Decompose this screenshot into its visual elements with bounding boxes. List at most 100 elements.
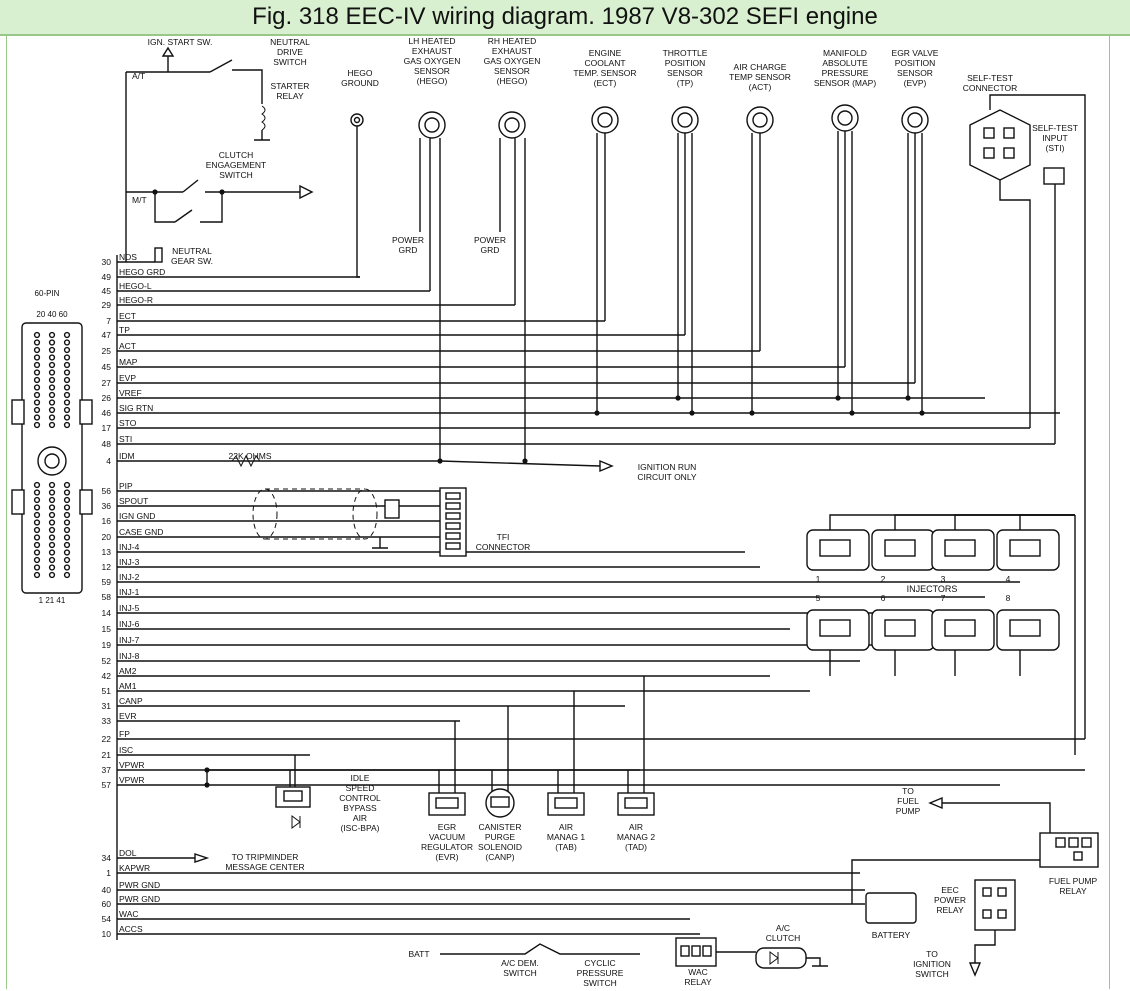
isc-socket — [283, 790, 303, 802]
canp-socket — [490, 796, 510, 808]
injector-number: 1 — [816, 574, 821, 584]
pin-number: 51 — [102, 686, 112, 696]
ecu-pin — [63, 346, 71, 354]
ecu-pin — [63, 481, 71, 489]
wire-label: HEGO GRD — [119, 267, 165, 277]
junction-dot — [835, 395, 841, 401]
relay-terminal — [982, 909, 992, 919]
ecu-pin — [48, 549, 56, 556]
ecu-pin — [48, 541, 56, 549]
tripminder-label-line: MESSAGE CENTER — [225, 862, 304, 872]
tfi-pin — [445, 542, 461, 550]
ac-clutch-label-line: A/C — [776, 923, 790, 933]
tp-sensor-label-line: (TP) — [677, 78, 694, 88]
ecu-pin — [48, 556, 56, 564]
pin-number: 14 — [102, 608, 112, 618]
canp-solenoid-label-line: (CANP) — [485, 852, 514, 862]
ecu-pin — [33, 414, 41, 421]
ecu-pin — [63, 369, 71, 376]
pin-number: 4 — [106, 456, 111, 466]
fuel-pump-relay-label-line: RELAY — [1059, 886, 1087, 896]
ecu-pin — [63, 571, 71, 579]
relay-terminal — [691, 945, 701, 957]
rh-hego-sensor-label-line: SENSOR — [494, 66, 530, 76]
wire-label: HEGO-R — [119, 295, 153, 305]
pin-number: 26 — [102, 393, 112, 403]
ecu-pin — [63, 376, 71, 384]
arrow-icon — [299, 184, 314, 200]
ect-sensor-label-line: COOLANT — [584, 58, 625, 68]
injector-number: 5 — [816, 593, 821, 603]
sto-wire — [999, 180, 1031, 428]
isc-label-line: (ISC-BPA) — [340, 823, 379, 833]
ecu-pin — [33, 519, 41, 526]
module-bottom-pins: 1 21 41 — [39, 596, 66, 605]
tfi-connector-label-line: CONNECTOR — [476, 542, 531, 552]
tp-sensor-label-line: THROTTLE — [663, 48, 708, 58]
lh-hego-sensor-label-line: LH HEATED — [408, 36, 455, 46]
pin-number: 22 — [102, 734, 112, 744]
lh-hego-sensor-label-line: (HEGO) — [417, 76, 448, 86]
canp-solenoid-label-line: SOLENOID — [478, 842, 522, 852]
ecu-pin — [48, 384, 56, 391]
ecu-tab — [79, 489, 93, 515]
eec-power-relay-label-line: POWER — [934, 895, 966, 905]
evp-sensor-label-line: EGR VALVE — [892, 48, 939, 58]
clutch-engagement-label-line: ENGAGEMENT — [206, 160, 266, 170]
injector-wire — [1019, 514, 1075, 530]
pin-number: 10 — [102, 929, 112, 939]
power-grd-label-rh-line: POWER — [474, 235, 506, 245]
shield-ellipse — [252, 488, 278, 540]
ect-sensor-label-line: (ECT) — [594, 78, 617, 88]
relay-terminal — [1081, 837, 1092, 848]
ecu-pin — [48, 391, 56, 399]
self-test-connector — [969, 109, 1031, 181]
ecu-pin — [63, 384, 71, 391]
pin-number: 27 — [102, 378, 112, 388]
tab-solenoid-socket — [554, 797, 578, 809]
ecu-pin — [33, 421, 41, 429]
injector-number: 3 — [941, 574, 946, 584]
module-top-pins: 20 40 60 — [36, 310, 68, 319]
ecu-pin — [48, 519, 56, 526]
switch-blade — [182, 179, 199, 193]
pin-number: 60 — [102, 899, 112, 909]
relay-terminal — [702, 945, 712, 957]
ecu-pin — [63, 541, 71, 549]
junction-dot — [749, 410, 755, 416]
evr-solenoid-label-line: EGR — [438, 822, 456, 832]
wire-label: TP — [119, 325, 130, 335]
lh-hego-sensor-label-line: SENSOR — [414, 66, 450, 76]
evp-sensor-label-line: POSITION — [895, 58, 936, 68]
wire-label: INJ-7 — [119, 635, 140, 645]
junction-dot — [594, 410, 600, 416]
fuel-pump-relay-label-line: FUEL PUMP — [1049, 876, 1098, 886]
isc-label-line: IDLE — [351, 773, 370, 783]
map-sensor-label-line: MANIFOLD — [823, 48, 867, 58]
injector-socket — [884, 539, 916, 557]
ecu-pin — [33, 511, 41, 519]
wire-label: PWR GND — [119, 880, 160, 890]
self-test-wire — [989, 94, 1086, 739]
wire-label: NDS — [119, 252, 137, 262]
ecu-pin — [33, 549, 41, 556]
ground-wire — [254, 130, 270, 141]
pin-number: 21 — [102, 750, 112, 760]
switch-blade — [174, 209, 193, 223]
ecu-pin — [33, 339, 41, 346]
shield-ellipse — [352, 488, 378, 540]
relay-terminal — [982, 887, 992, 897]
wac-relay-label-line: WAC — [688, 967, 708, 977]
pin-number: 15 — [102, 624, 112, 634]
act-sensor-inner — [752, 112, 768, 128]
injector-number: 4 — [1006, 574, 1011, 584]
tfi-pin — [445, 532, 461, 540]
map-sensor-label-line: PRESSURE — [822, 68, 869, 78]
diode-icon — [769, 951, 779, 965]
ground-eyelet-hole — [353, 116, 361, 124]
eec-power-relay-label-line: EEC — [941, 885, 958, 895]
neutral-drive-label-line: NEUTRAL — [270, 37, 310, 47]
relay-terminal — [997, 909, 1007, 919]
tp-sensor-label-line: POSITION — [665, 58, 706, 68]
wire-label: KAPWR — [119, 863, 150, 873]
